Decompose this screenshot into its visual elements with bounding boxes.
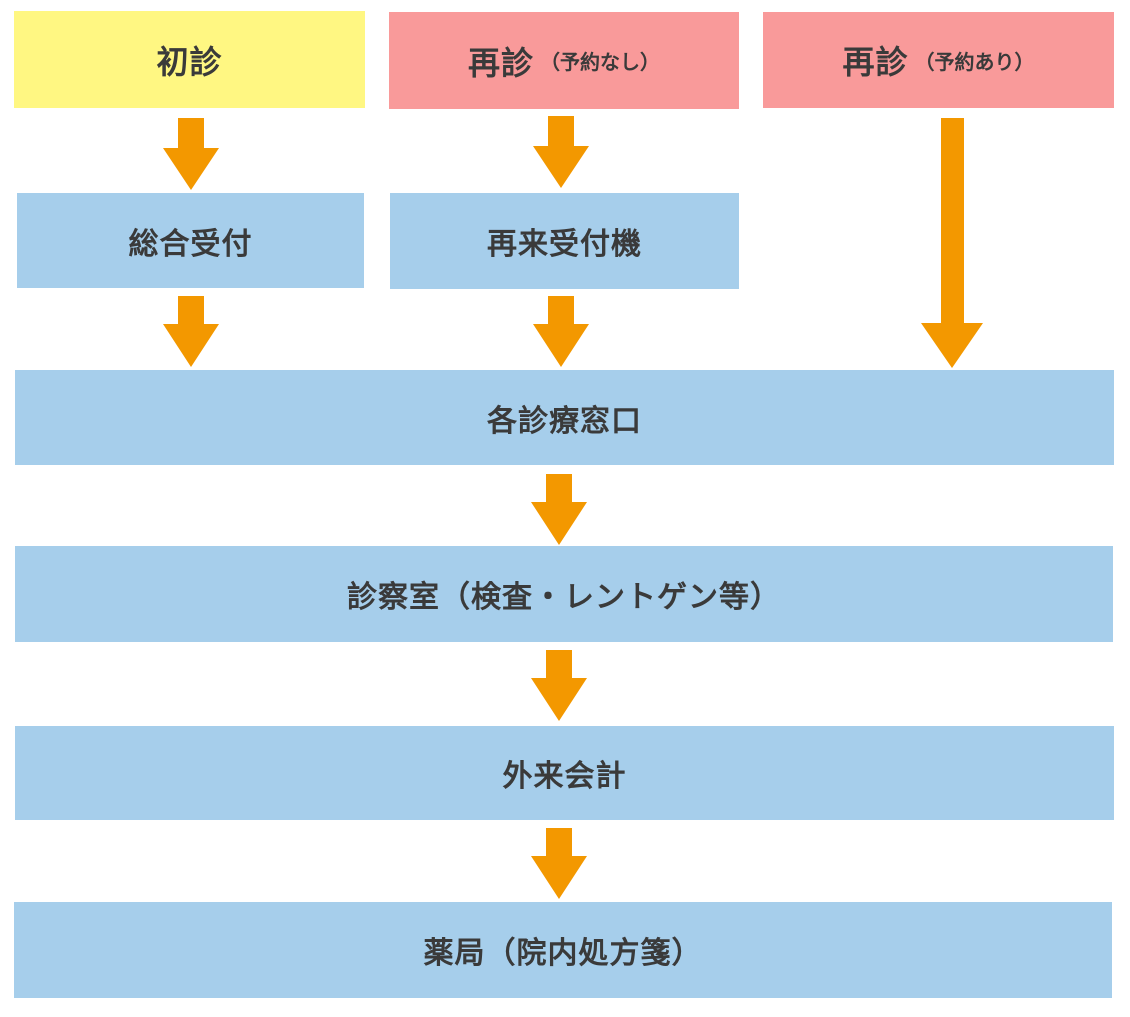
department-counter-label: 各診療窓口	[487, 403, 642, 439]
no-appointment-note: （予約なし）	[540, 50, 660, 74]
outpatient-billing-box: 外来会計	[15, 726, 1114, 820]
pharmacy-label: 薬局（院内処方箋）	[423, 936, 703, 971]
down-arrow-icon	[533, 116, 589, 188]
revisit-no-appointment-box: 再診 （予約なし）	[389, 12, 739, 109]
down-arrow-icon	[921, 118, 983, 368]
pharmacy-box: 薬局（院内処方箋）	[14, 902, 1112, 998]
down-arrow-icon	[531, 474, 587, 545]
return-reception-machine-box: 再来受付機	[390, 193, 739, 289]
with-appointment-note: （予約あり）	[914, 49, 1035, 74]
revisit-label: 再診	[467, 43, 534, 82]
outpatient-billing-label: 外来会計	[502, 759, 627, 794]
department-counter-box: 各診療窓口	[15, 370, 1114, 465]
down-arrow-icon	[533, 296, 589, 367]
return-reception-machine-label: 再来受付機	[487, 227, 642, 262]
down-arrow-icon	[163, 118, 219, 190]
examination-room-label: 診察室（検査・レントゲン等）	[347, 580, 781, 615]
down-arrow-icon	[531, 650, 587, 721]
down-arrow-icon	[531, 828, 587, 899]
examination-room-box: 診察室（検査・レントゲン等）	[15, 546, 1113, 642]
revisit-with-appointment-box: 再診 （予約あり）	[763, 12, 1114, 108]
down-arrow-icon	[163, 296, 219, 367]
first-visit-box: 初診	[14, 11, 365, 108]
revisit-label: 再診	[842, 43, 909, 81]
first-visit-label: 初診	[156, 42, 223, 81]
general-reception-box: 総合受付	[17, 193, 364, 288]
general-reception-label: 総合受付	[128, 226, 253, 262]
